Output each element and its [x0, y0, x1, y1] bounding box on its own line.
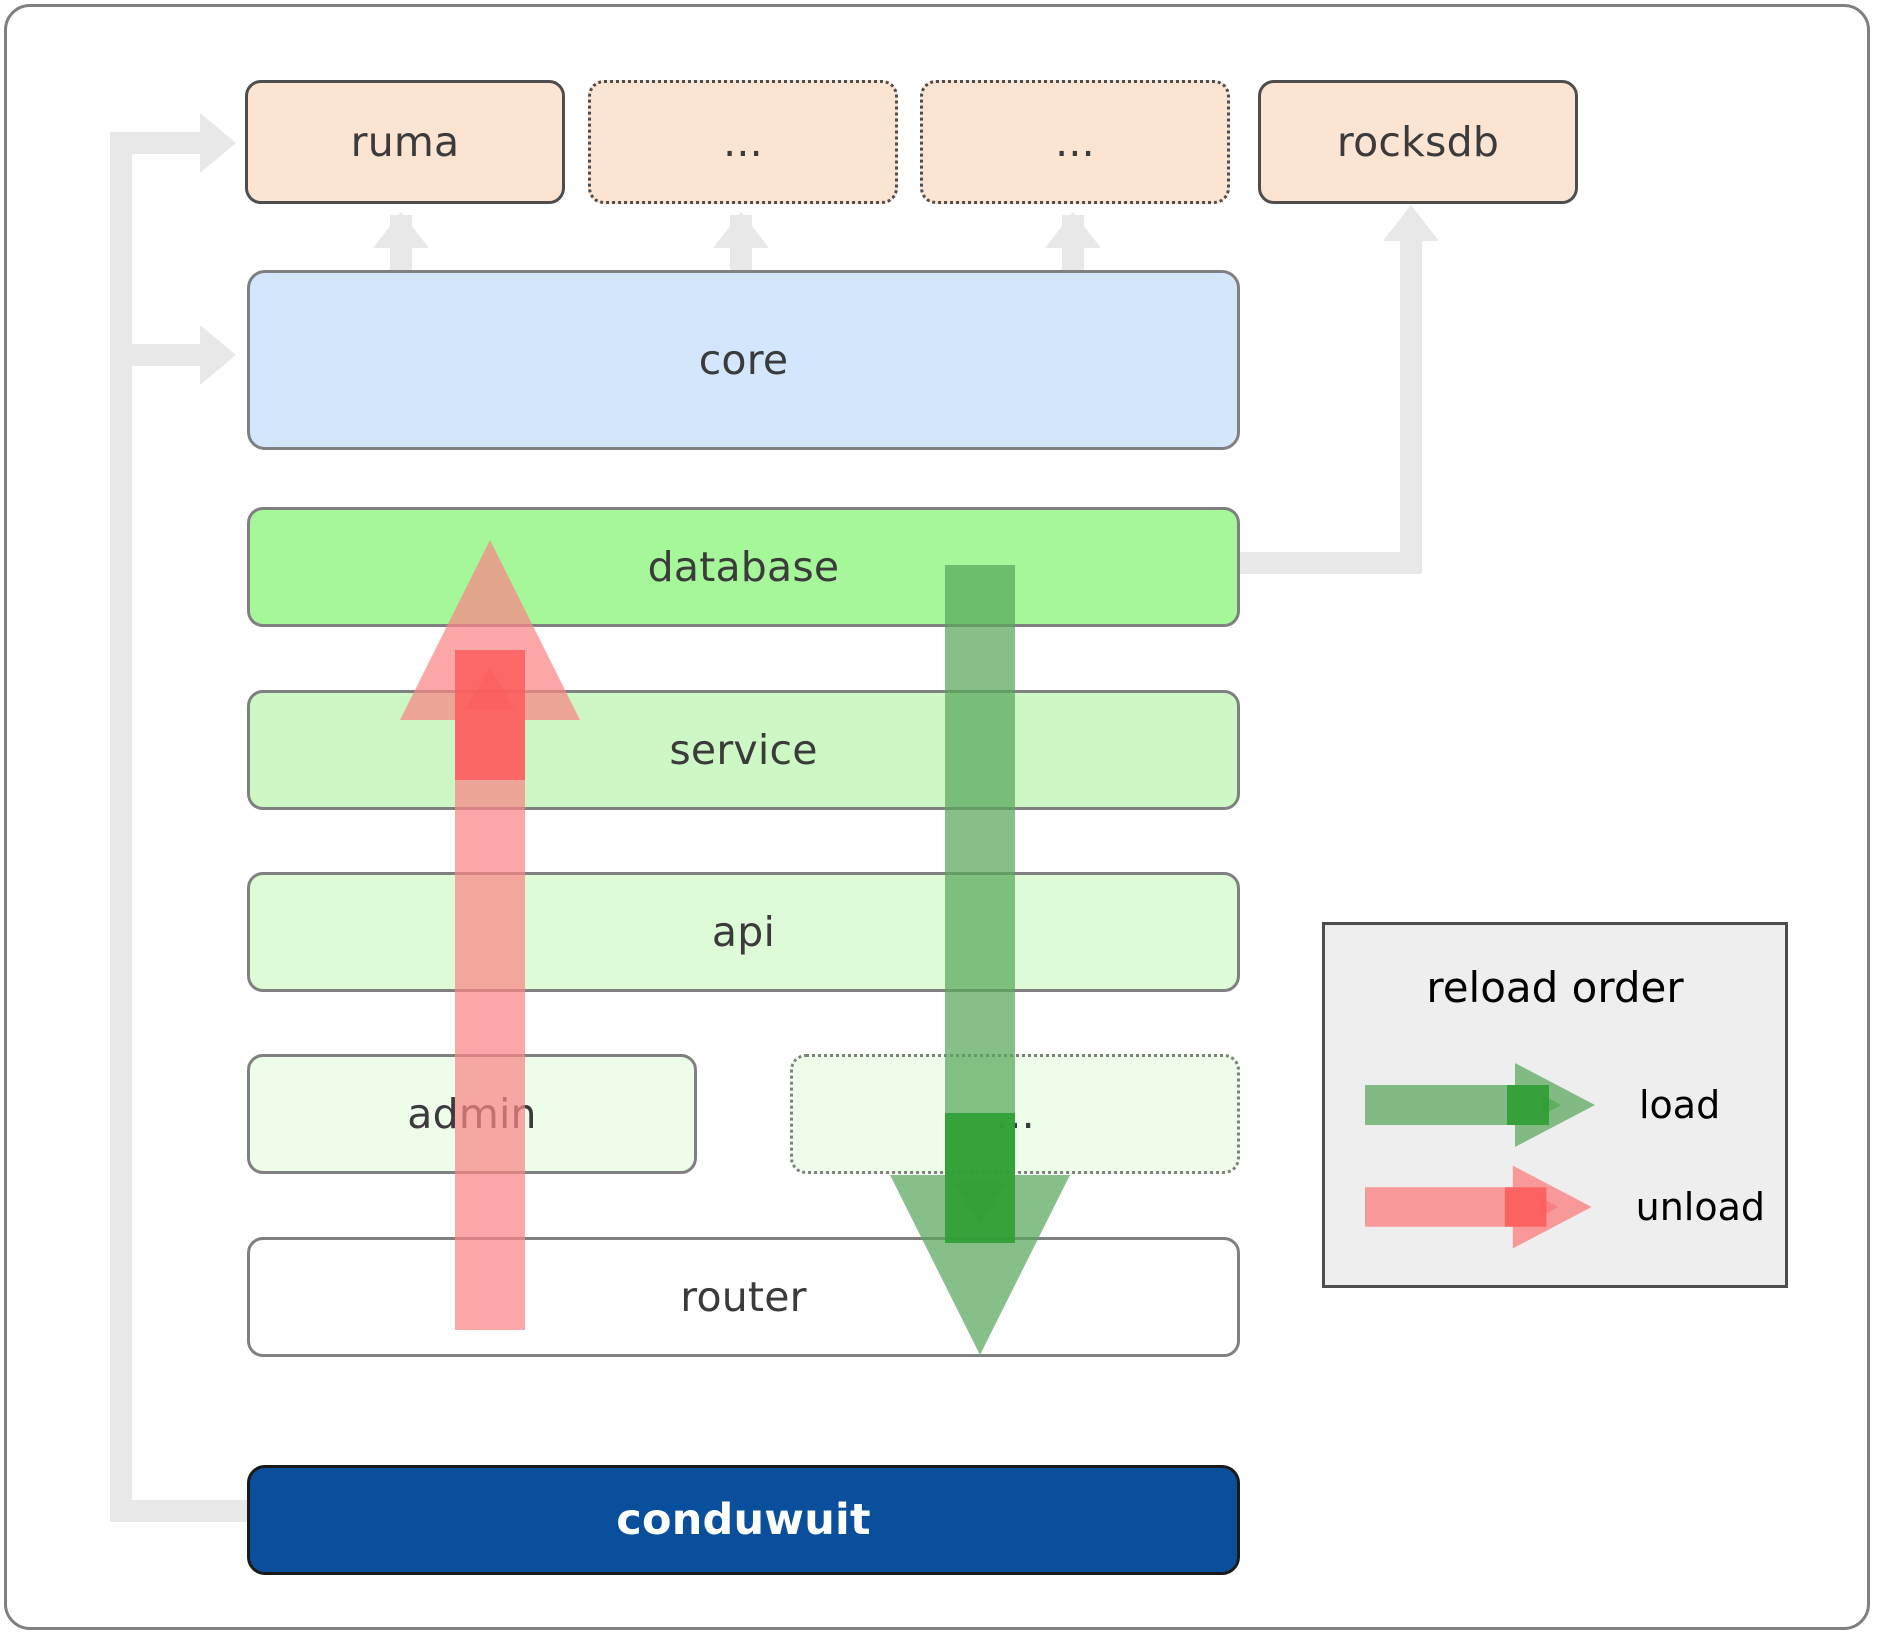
layer-box-api[interactable]: api — [247, 872, 1240, 992]
layer-label: router — [680, 1273, 807, 1321]
load-arrow-shape — [890, 565, 1070, 1355]
legend-load-arrow-icon — [1365, 1063, 1595, 1147]
connector-database-to-rocksdb-horizontal — [1222, 552, 1422, 574]
layer-label: database — [647, 543, 840, 591]
layer-box-database[interactable]: database — [247, 507, 1240, 627]
layer-box-service[interactable]: service — [247, 690, 1240, 810]
connector-trunk-to-core — [110, 344, 210, 366]
dependency-label: ... — [1055, 118, 1095, 166]
connector-trunk-to-ruma — [110, 132, 210, 154]
legend-label-load: load — [1639, 1083, 1721, 1127]
dependency-label: ruma — [350, 118, 460, 166]
dependency-box-placeholder-2[interactable]: ... — [920, 80, 1230, 204]
core-label: core — [698, 336, 789, 384]
legend-unload-arrow-icon — [1365, 1165, 1592, 1249]
dependency-label: ... — [723, 118, 763, 166]
connector-arrowhead-core — [200, 325, 236, 385]
layer-label: service — [669, 726, 818, 774]
dependency-box-ruma[interactable]: ruma — [245, 80, 565, 204]
root-label: conduwuit — [616, 1495, 871, 1545]
legend-panel: reload order load unload — [1322, 922, 1788, 1288]
legend-title: reload order — [1426, 963, 1684, 1012]
connector-arrowhead-ruma — [200, 113, 236, 173]
dependency-box-placeholder-1[interactable]: ... — [588, 80, 898, 204]
legend-row-load: load — [1365, 1063, 1765, 1147]
unload-flow-arrow — [380, 540, 600, 1330]
connector-arrowhead-core-dep3 — [1045, 212, 1101, 248]
connector-database-to-rocksdb-vertical — [1400, 240, 1422, 574]
connector-arrowhead-core-ruma — [373, 212, 429, 248]
connector-conduwuit-trunk-horizontal — [110, 1500, 250, 1522]
dependency-box-rocksdb[interactable]: rocksdb — [1258, 80, 1578, 204]
layer-box-router[interactable]: router — [247, 1237, 1240, 1357]
unload-arrow-shape — [400, 540, 580, 1330]
load-flow-arrow — [870, 565, 1090, 1355]
legend-row-unload: unload — [1365, 1165, 1765, 1249]
layer-label: api — [711, 908, 776, 956]
connector-arrowhead-core-dep2 — [713, 212, 769, 248]
connector-arrowhead-rocksdb — [1383, 205, 1439, 241]
connector-conduwuit-trunk-vertical — [110, 132, 132, 1522]
dependency-label: rocksdb — [1336, 118, 1500, 166]
root-box-conduwuit[interactable]: conduwuit — [247, 1465, 1240, 1575]
legend-label-unload: unload — [1635, 1185, 1765, 1229]
core-box[interactable]: core — [247, 270, 1240, 450]
